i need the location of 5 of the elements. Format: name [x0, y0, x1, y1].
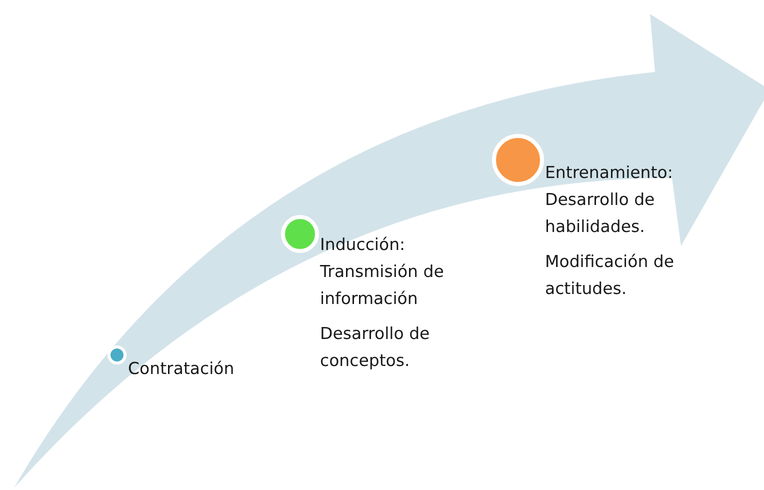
stage-description: Modificación de actitudes.: [545, 251, 676, 300]
stage-description: Desarrollo de conceptos.: [320, 323, 431, 372]
stage-heading: Entrenamiento: Desarrollo de habilidades.: [545, 162, 674, 238]
stage-heading: Inducción: Transmisión de información: [320, 234, 445, 310]
stage-heading: Contratación: [128, 358, 236, 380]
